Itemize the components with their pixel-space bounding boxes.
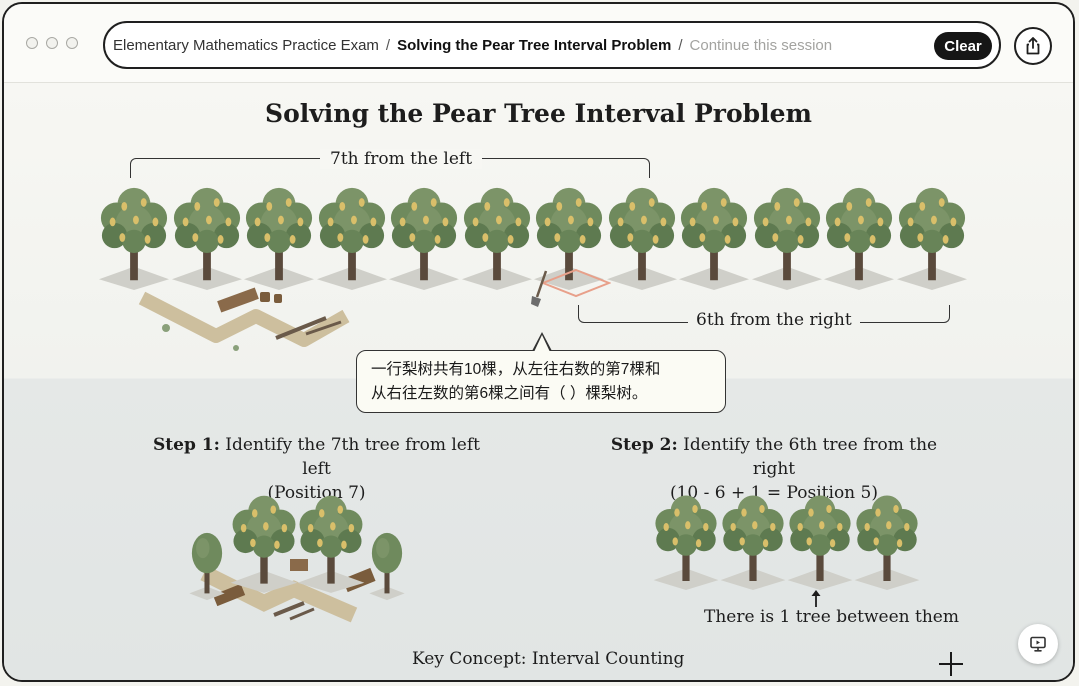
key-concept-label: Key Concept: Interval Counting <box>412 649 685 669</box>
left-count-label: 7th from the left <box>320 149 483 169</box>
step-2-heading: Step 2: <box>610 435 678 455</box>
share-icon <box>1026 37 1040 55</box>
pear-tree <box>240 183 318 290</box>
step-2-description: Identify the 6th tree from the right <box>683 435 938 479</box>
step-2-pear-tree <box>784 491 856 590</box>
step-1-heading: Step 1: <box>153 435 220 455</box>
breadcrumb-separator: / <box>385 36 391 54</box>
figure-title: Solving the Pear Tree Interval Problem <box>265 99 812 128</box>
window-controls <box>26 37 78 49</box>
clear-button[interactable]: Clear <box>934 32 992 60</box>
round-tree-right <box>366 525 408 603</box>
round-tree-left <box>186 525 228 603</box>
lesson-illustration: Solving the Pear Tree Interval Problem 7… <box>4 83 1073 680</box>
step-2-pear-tree <box>851 491 923 590</box>
title-bar: Elementary Mathematics Practice Exam / S… <box>4 4 1073 83</box>
maximize-window-button[interactable] <box>66 37 78 49</box>
minimize-window-button[interactable] <box>46 37 58 49</box>
present-screen-button[interactable] <box>1018 624 1058 664</box>
right-count-label: 6th from the right <box>688 310 860 330</box>
pear-tree <box>748 183 826 290</box>
pear-tree <box>385 183 463 290</box>
crosshair-cursor-icon <box>939 652 963 676</box>
pear-tree <box>893 183 971 290</box>
pear-tree <box>820 183 898 290</box>
pear-tree <box>313 183 391 290</box>
arrow-up-icon <box>811 590 821 607</box>
pear-tree <box>603 183 681 290</box>
share-button[interactable] <box>1014 27 1052 65</box>
session-input-bar[interactable]: Elementary Mathematics Practice Exam / S… <box>103 21 1001 69</box>
pear-tree <box>95 183 173 290</box>
breadcrumb-parent[interactable]: Elementary Mathematics Practice Exam <box>113 36 379 54</box>
shovel-illustration <box>531 270 548 307</box>
question-line-2: 从右往左数的第6棵之间有（ ）棵梨树。 <box>371 385 648 402</box>
close-window-button[interactable] <box>26 37 38 49</box>
pear-tree <box>458 183 536 290</box>
question-line-1: 一行梨树共有10棵，从左往右数的第7棵和 <box>371 361 661 378</box>
step-1-pear-tree-2 <box>294 491 368 593</box>
between-trees-note: There is 1 tree between them <box>704 607 959 627</box>
garden-path-illustration <box>138 287 350 351</box>
highlighted-tree-marker <box>541 268 611 298</box>
step-2-text: Step 2: Identify the 6th tree from the r… <box>594 433 954 505</box>
present-screen-icon <box>1030 636 1046 652</box>
step-1-position: (Position 7) <box>267 483 366 503</box>
breadcrumb-separator: / <box>678 36 683 54</box>
step-1-text: Step 1: Identify the 7th tree from left … <box>144 433 489 505</box>
breadcrumb-current: Solving the Pear Tree Interval Problem <box>397 36 672 54</box>
step-1-description: Identify the 7th tree from left left <box>225 435 480 479</box>
pear-tree <box>168 183 246 290</box>
question-callout: 一行梨树共有10棵，从左往右数的第7棵和 从右往左数的第6棵之间有（ ）棵梨树。 <box>356 350 726 413</box>
step-2-pear-tree <box>717 491 789 590</box>
pear-tree <box>675 183 753 290</box>
step-1-pear-tree-1 <box>227 491 301 593</box>
continue-session-input[interactable]: Continue this session <box>689 36 833 54</box>
callout-tail-fill <box>534 335 550 352</box>
step-2-pear-tree <box>650 491 722 590</box>
